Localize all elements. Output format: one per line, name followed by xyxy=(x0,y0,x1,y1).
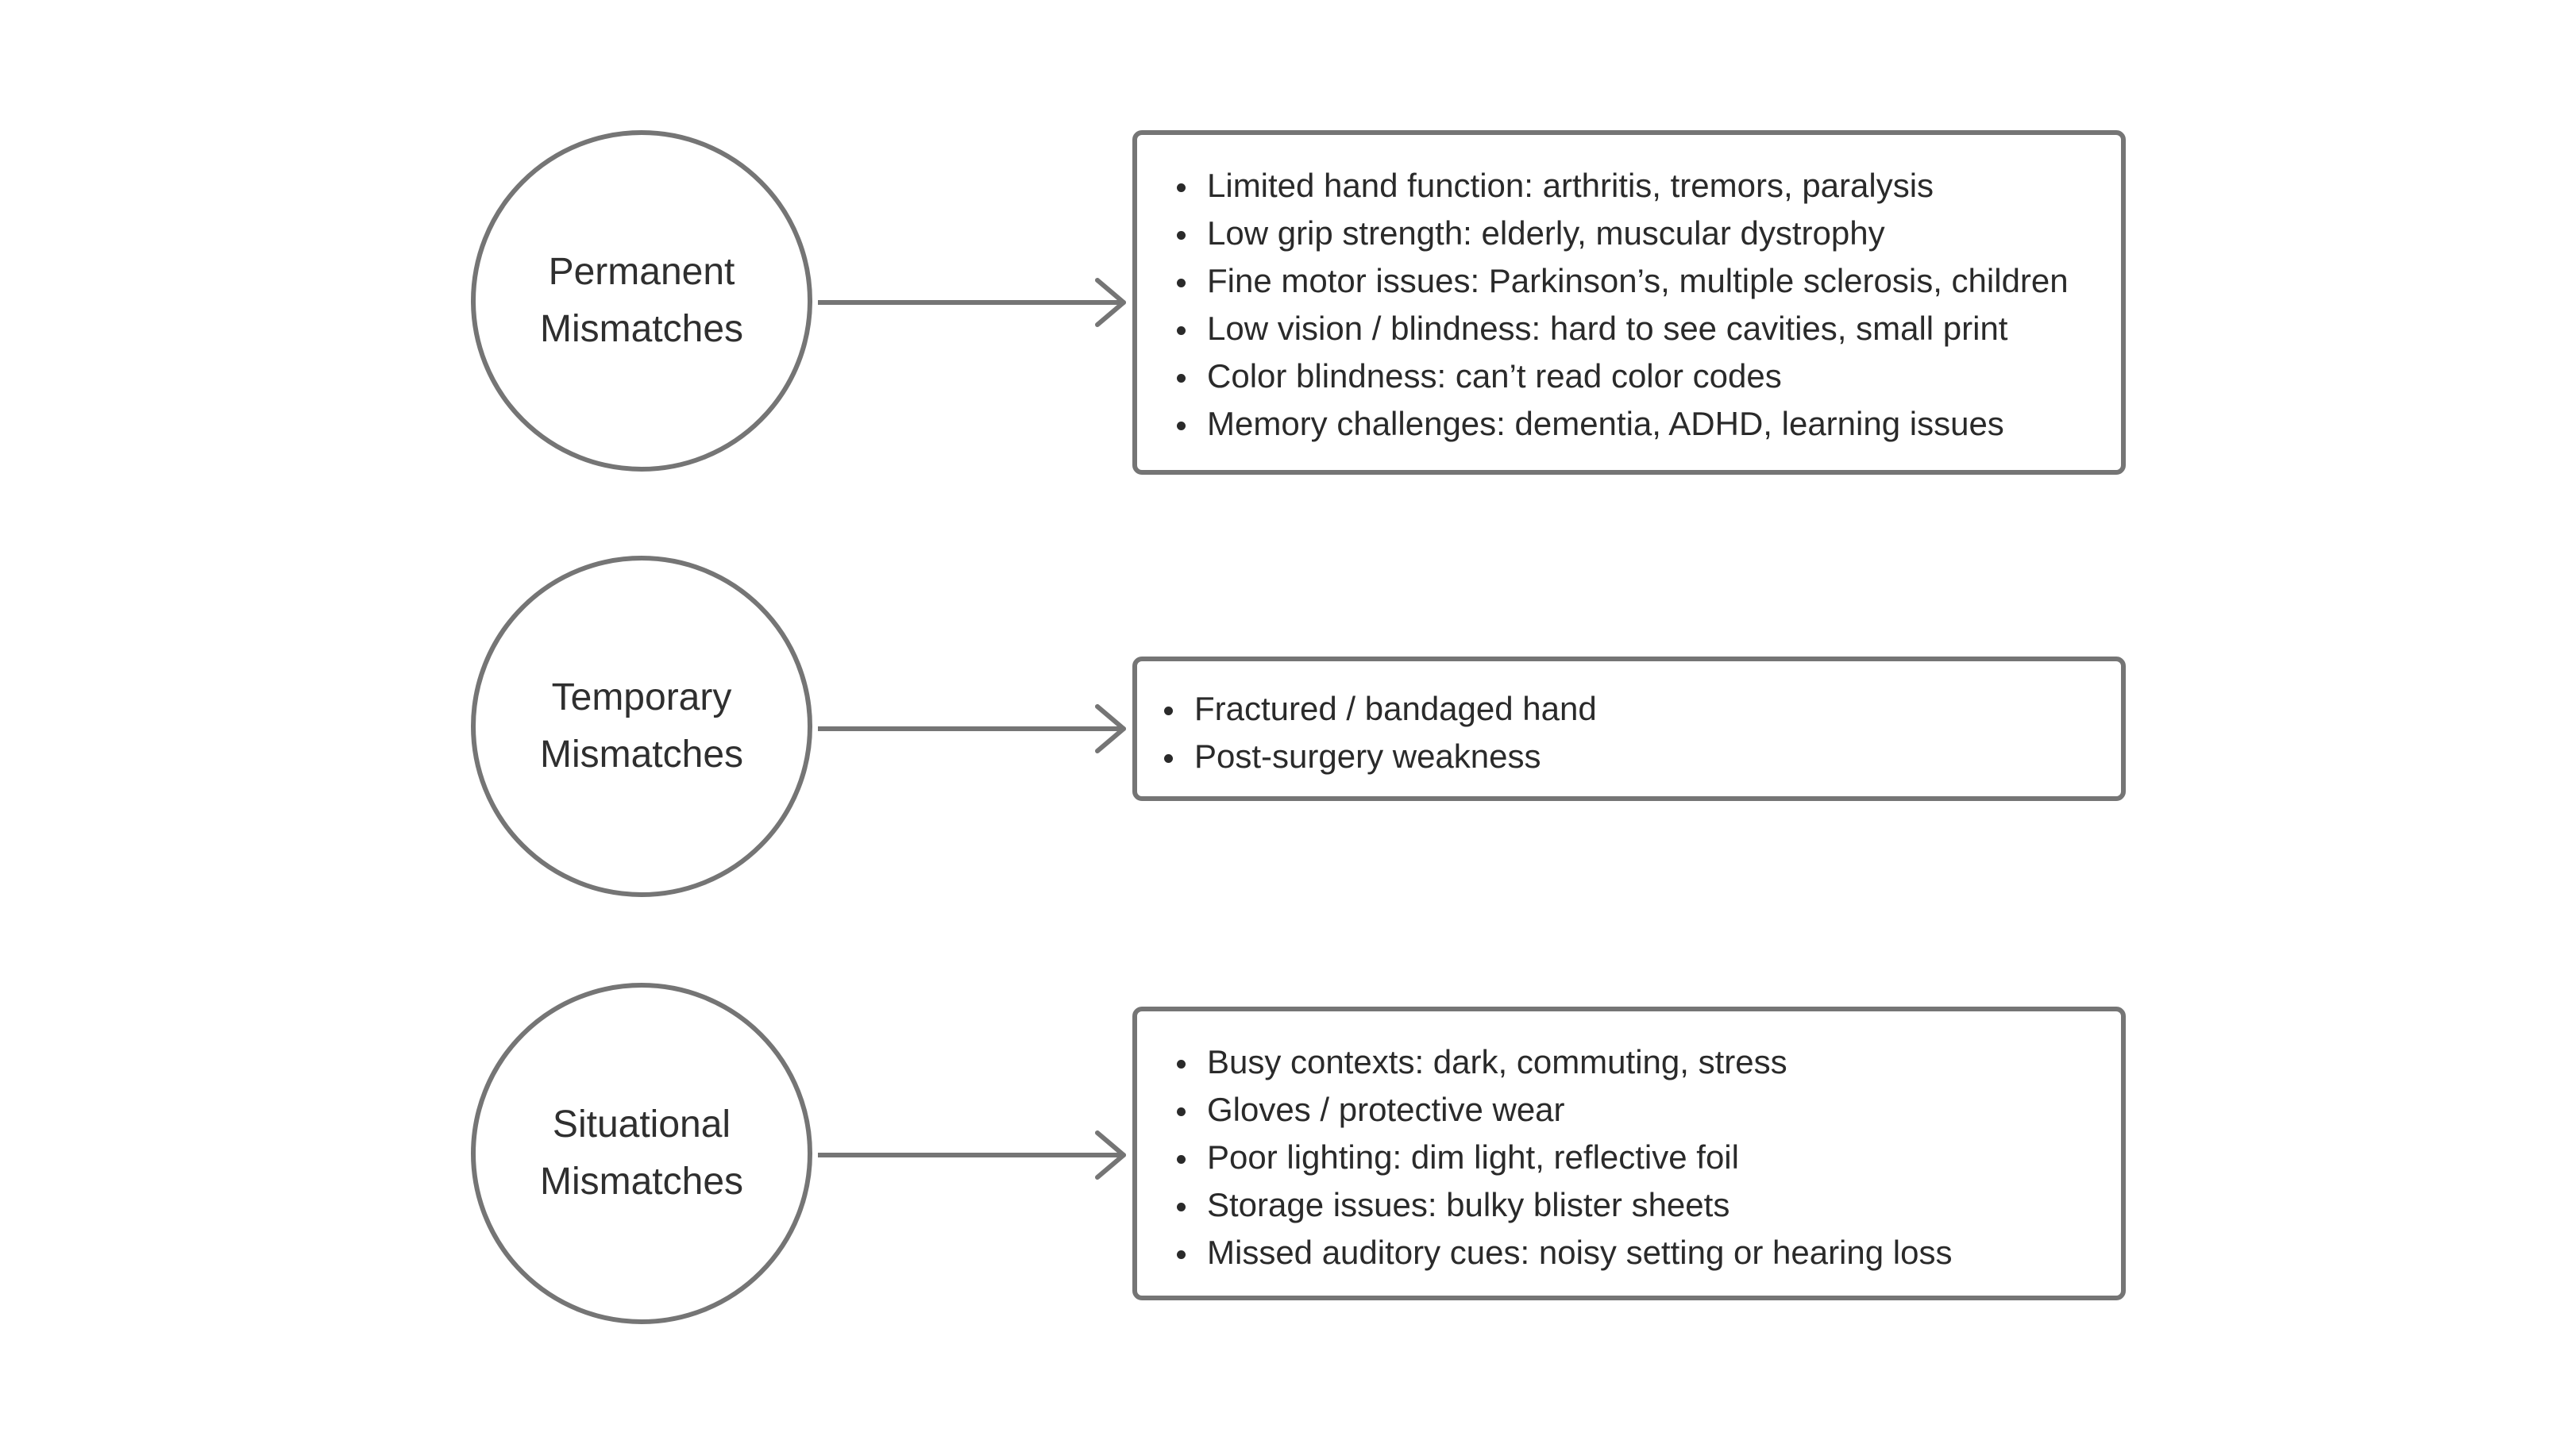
list-item: Post-surgery weakness xyxy=(1159,733,2121,780)
list-item: Fine motor issues: Parkinson’s, multiple… xyxy=(1172,257,2121,305)
permanent-mismatches-label: Permanent Mismatches xyxy=(539,251,744,350)
temporary-mismatches-box: Fractured / bandaged hand Post-surgery w… xyxy=(1132,657,2126,801)
arrow-temporary xyxy=(818,704,1126,753)
list-item: Fractured / bandaged hand xyxy=(1159,685,2121,733)
temporary-mismatches-list: Fractured / bandaged hand Post-surgery w… xyxy=(1159,685,2121,780)
list-item: Storage issues: bulky blister sheets xyxy=(1172,1181,2121,1229)
arrow-permanent xyxy=(818,278,1126,327)
list-item: Memory challenges: dementia, ADHD, learn… xyxy=(1172,400,2121,448)
situational-mismatches-label: Situational Mismatches xyxy=(539,1103,744,1203)
arrow-situational xyxy=(818,1130,1126,1180)
list-item: Low vision / blindness: hard to see cavi… xyxy=(1172,305,2121,352)
permanent-mismatches-box: Limited hand function: arthritis, tremor… xyxy=(1132,130,2126,475)
list-item: Gloves / protective wear xyxy=(1172,1086,2121,1134)
list-item: Low grip strength: elderly, muscular dys… xyxy=(1172,210,2121,257)
temporary-mismatches-label: Temporary Mismatches xyxy=(539,676,744,776)
situational-mismatches-box: Busy contexts: dark, commuting, stress G… xyxy=(1132,1007,2126,1300)
list-item: Limited hand function: arthritis, tremor… xyxy=(1172,162,2121,210)
list-item: Color blindness: can’t read color codes xyxy=(1172,352,2121,400)
situational-mismatches-node: Situational Mismatches xyxy=(471,983,812,1324)
list-item: Poor lighting: dim light, reflective foi… xyxy=(1172,1134,2121,1181)
permanent-mismatches-node: Permanent Mismatches xyxy=(471,130,812,472)
list-item: Missed auditory cues: noisy setting or h… xyxy=(1172,1229,2121,1277)
permanent-mismatches-list: Limited hand function: arthritis, tremor… xyxy=(1172,162,2121,448)
temporary-mismatches-node: Temporary Mismatches xyxy=(471,556,812,897)
list-item: Busy contexts: dark, commuting, stress xyxy=(1172,1038,2121,1086)
situational-mismatches-list: Busy contexts: dark, commuting, stress G… xyxy=(1172,1038,2121,1277)
